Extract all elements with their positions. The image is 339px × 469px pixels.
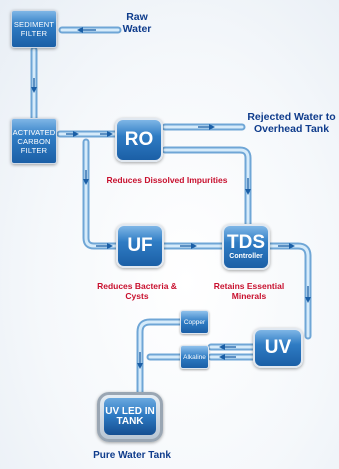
rejected-water-label: Rejected Water to Overhead Tank (247, 111, 336, 135)
tds-label: TDS (227, 232, 265, 253)
ro-caption: Reduces Dissolved Impurities (106, 175, 228, 185)
ro-node: RO (115, 118, 163, 162)
flow-arrows (31, 27, 311, 369)
uv-led-tank: UV LED IN TANK (97, 392, 163, 442)
uf-node: UF (116, 224, 164, 268)
uf-label: UF (127, 235, 153, 256)
tds-caption: Retains Essential Minerals (213, 281, 285, 301)
sediment-filter-node: SEDIMENT FILTER (11, 10, 57, 48)
copper-cartridge: Copper (180, 310, 209, 334)
tds-controller-node: TDS Controller (222, 224, 270, 270)
raw-water-label: Raw Water (122, 11, 152, 35)
tds-controller-sublabel: Controller (229, 253, 263, 260)
copper-label: Copper (183, 318, 206, 326)
sediment-filter-label: SEDIMENT FILTER (13, 20, 55, 38)
uv-label: UV (264, 337, 292, 358)
alkaline-cartridge: Alkaline (180, 345, 209, 369)
ro-label: RO (124, 129, 154, 150)
uf-caption: Reduces Bacteria & Cysts (97, 281, 177, 301)
uv-node: UV (253, 328, 303, 368)
alkaline-label: Alkaline (183, 353, 206, 361)
activated-carbon-filter-node: ACTIVATED CARBON FILTER (11, 118, 57, 164)
activated-carbon-filter-label: ACTIVATED CARBON FILTER (12, 127, 56, 155)
pure-water-tank-label: Pure Water Tank (93, 450, 171, 461)
uv-led-tank-label: UV LED IN TANK (104, 398, 156, 435)
